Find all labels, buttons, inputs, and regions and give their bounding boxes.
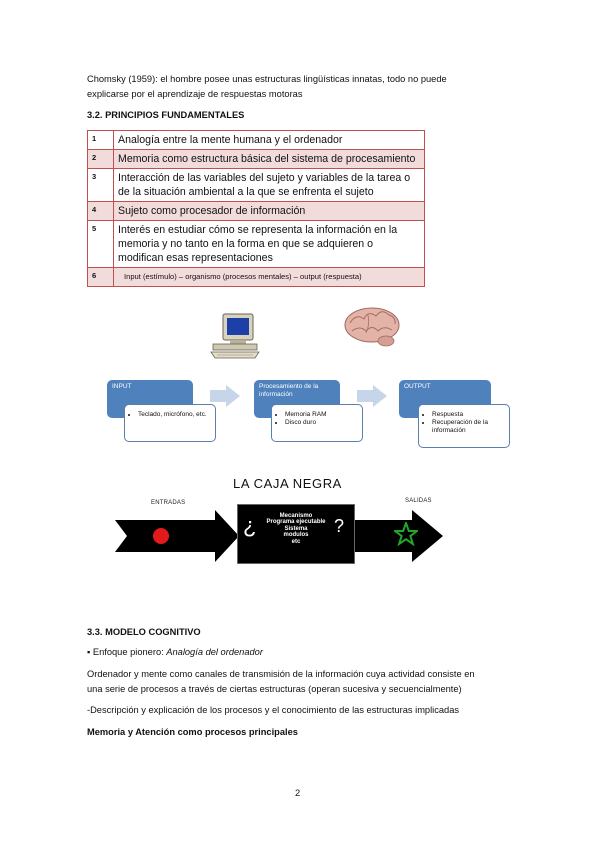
input-title: INPUT (112, 383, 132, 390)
black-box-text: Mecanismo Programa ejecutable Sistema mo… (260, 513, 332, 545)
black-box: ¿ ? Mecanismo Programa ejecutable Sistem… (237, 504, 355, 564)
row-text: Sujeto como procesador de información (113, 201, 425, 221)
input-detail-box: Teclado, micrófono, etc. (124, 404, 216, 442)
black-box-arrows (115, 510, 443, 562)
row-text: Analogía entre la mente humana y el orde… (113, 130, 425, 150)
paragraph-2: -Descripción y explicación de los proces… (87, 705, 460, 715)
process-title: Procesamiento de la información (259, 383, 319, 398)
black-box-line: Programa ejecutable (266, 519, 326, 526)
row-text: Memoria como estructura básica del siste… (113, 149, 425, 169)
inputs-label: ENTRADAS (151, 500, 186, 506)
paragraph-1-line-2: una serie de procesos a través de cierta… (87, 684, 462, 694)
bullet-prefix: ▪ Enfoque pionero: (87, 647, 167, 657)
row-number: 6 (87, 267, 114, 287)
black-box-line: modulos (283, 532, 309, 539)
computer-icon (210, 313, 260, 359)
chevron-right-icon (210, 385, 240, 407)
paragraph-1-line-1: Ordenador y mente como canales de transm… (87, 669, 475, 679)
black-box-line: Mecanismo (279, 513, 313, 519)
brain-icon (344, 307, 400, 347)
row-number: 1 (87, 130, 114, 150)
table-row: 2 Memoria como estructura básica del sis… (87, 149, 425, 169)
green-star-icon (394, 522, 418, 546)
outputs-label: SALIDAS (405, 498, 432, 504)
black-box-line: Sistema (284, 525, 308, 532)
table-row: 3 Interacción de las variables del sujet… (87, 168, 425, 202)
table-row: 5 Interés en estudiar cómo se representa… (87, 220, 425, 268)
row-number: 5 (87, 220, 114, 268)
output-item: Recuperación de la información (432, 419, 505, 435)
black-box-line: etc (291, 538, 301, 545)
section-3-2-title: 3.2. PRINCIPIOS FUNDAMENTALES (87, 110, 245, 120)
black-box-title: LA CAJA NEGRA (233, 476, 342, 491)
paragraph-3: Memoria y Atención como procesos princip… (87, 727, 298, 737)
process-item: Memoria RAM (285, 411, 358, 419)
row-text: Interés en estudiar cómo se representa l… (113, 220, 425, 268)
section-3-3-title: 3.3. MODELO COGNITIVO (87, 627, 201, 637)
page-number: 2 (295, 788, 301, 798)
chevron-right-icon (357, 385, 387, 407)
question-open-mark: ¿ (243, 513, 257, 538)
pioneer-approach-line: ▪ Enfoque pionero: Analogía del ordenado… (87, 645, 263, 660)
intro-line-2: explicarse por el aprendizaje de respues… (87, 89, 303, 99)
bullet-italic: Analogía del ordenador (166, 647, 263, 657)
input-item: Teclado, micrófono, etc. (138, 411, 211, 419)
table-row: 6 Input (estímulo) – organismo (procesos… (87, 267, 425, 287)
row-number: 2 (87, 149, 114, 169)
table-row: 1 Analogía entre la mente humana y el or… (87, 130, 425, 150)
output-title: OUTPUT (404, 383, 431, 390)
process-item: Disco duro (285, 419, 358, 427)
row-text: Interacción de las variables del sujeto … (113, 168, 425, 202)
row-number: 4 (87, 201, 114, 221)
process-detail-box: Memoria RAM Disco duro (271, 404, 363, 442)
output-detail-box: Respuesta Recuperación de la información (418, 404, 510, 448)
red-dot-icon (153, 528, 169, 544)
row-text: Input (estímulo) – organismo (procesos m… (113, 267, 425, 287)
output-item: Respuesta (432, 411, 505, 419)
table-row: 4 Sujeto como procesador de información (87, 201, 425, 221)
principles-table: 1 Analogía entre la mente humana y el or… (87, 130, 425, 287)
row-number: 3 (87, 168, 114, 202)
intro-line-1: Chomsky (1959): el hombre posee unas est… (87, 74, 447, 84)
question-close-mark: ? (333, 516, 344, 536)
input-output-diagram: INPUT Teclado, micrófono, etc. Procesami… (87, 300, 513, 572)
